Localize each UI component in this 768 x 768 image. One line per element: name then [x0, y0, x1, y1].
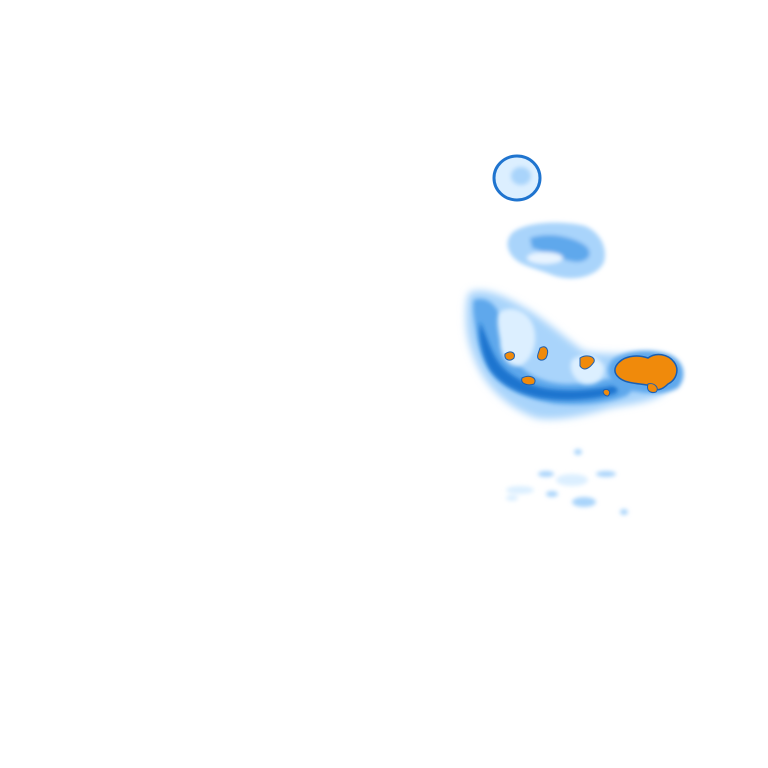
scatter-e	[506, 486, 534, 494]
east-core-fill	[614, 353, 678, 391]
scatter-i	[506, 495, 518, 501]
main-band-cell	[466, 290, 669, 420]
main-band-light-patch	[497, 308, 536, 367]
east-core-cell	[607, 350, 684, 394]
spot-5	[602, 389, 611, 397]
east-core-tail	[647, 383, 658, 393]
spot-4	[579, 355, 595, 370]
upper-band-inner	[530, 235, 590, 262]
scatter-f	[546, 491, 558, 497]
upper-band-gap	[527, 252, 563, 264]
scatter-b	[538, 471, 554, 477]
southern-scatter-cell	[506, 449, 628, 515]
spot-2	[537, 346, 549, 361]
main-band-heavy	[479, 322, 618, 401]
upper-band-cell	[507, 222, 606, 279]
spot-3	[521, 375, 536, 386]
scatter-a	[574, 449, 582, 455]
north-cell-inner	[511, 167, 531, 185]
scatter-h	[620, 509, 628, 515]
scatter-d	[596, 471, 616, 477]
scatter-c	[556, 474, 588, 486]
main-band-light-patch-2	[570, 355, 605, 385]
north-cell-ring	[492, 154, 542, 202]
scatter-g	[572, 497, 596, 507]
spot-1	[504, 351, 515, 361]
north-round-cell	[492, 154, 542, 202]
band-heavy-spots	[504, 346, 611, 397]
